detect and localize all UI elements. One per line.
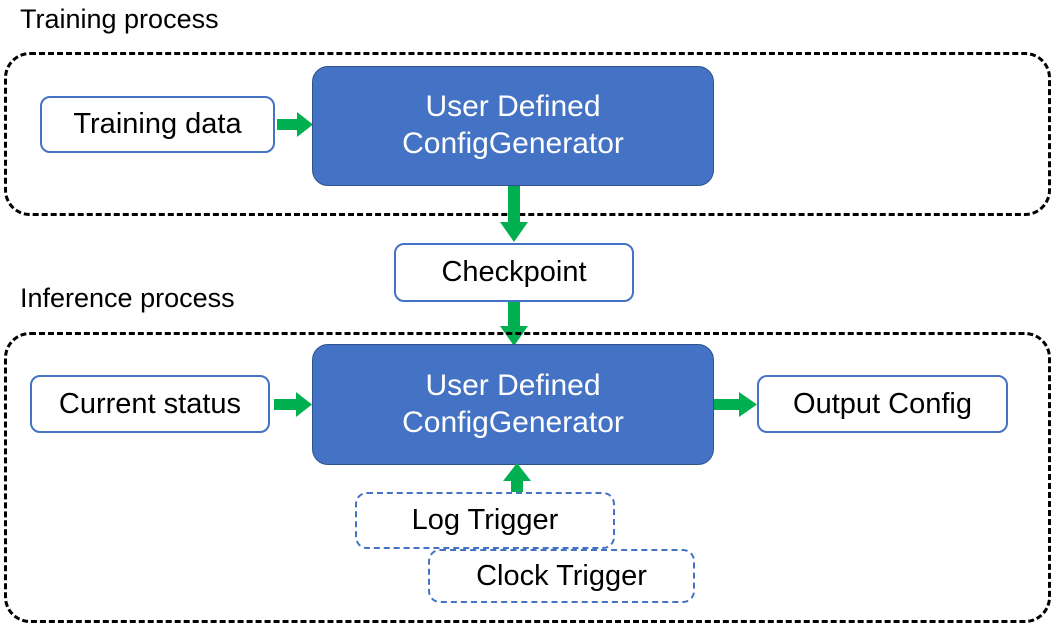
clock-trigger-box[interactable]: Clock Trigger	[428, 549, 695, 603]
current-status-label: Current status	[58, 387, 242, 420]
training-process-container	[4, 52, 1051, 216]
arrow-generator-to-output-config	[714, 392, 757, 417]
training-process-title: Training process	[20, 4, 219, 34]
inference-config-generator-label-line2: ConfigGenerator	[402, 405, 624, 439]
inference-process-title: Inference process	[20, 283, 235, 313]
output-config-box[interactable]: Output Config	[757, 375, 1008, 433]
checkpoint-label: Checkpoint	[441, 256, 587, 289]
arrow-checkpoint-to-inference-generator	[500, 302, 528, 346]
checkpoint-box[interactable]: Checkpoint	[394, 243, 634, 302]
training-config-generator-label-line1: User Defined	[425, 90, 601, 124]
output-config-label: Output Config	[793, 387, 972, 420]
inference-config-generator-box[interactable]: User Defined ConfigGenerator	[312, 344, 714, 465]
arrow-training-data-to-generator	[277, 112, 313, 137]
log-trigger-label: Log Trigger	[411, 504, 559, 537]
training-config-generator-label-line2: ConfigGenerator	[402, 127, 624, 160]
inference-config-generator-label-line1: User Defined	[425, 368, 601, 402]
inference-process-container	[4, 332, 1051, 623]
training-config-generator-box[interactable]: User Defined ConfigGenerator	[312, 66, 714, 186]
arrow-current-status-to-generator	[274, 392, 312, 417]
training-data-box[interactable]: Training data	[40, 96, 275, 153]
clock-trigger-label: Clock Trigger	[476, 559, 647, 592]
log-trigger-box[interactable]: Log Trigger	[355, 492, 615, 549]
training-data-label: Training data	[73, 108, 242, 141]
arrow-generator-to-checkpoint	[500, 186, 528, 242]
current-status-box[interactable]: Current status	[30, 375, 270, 433]
